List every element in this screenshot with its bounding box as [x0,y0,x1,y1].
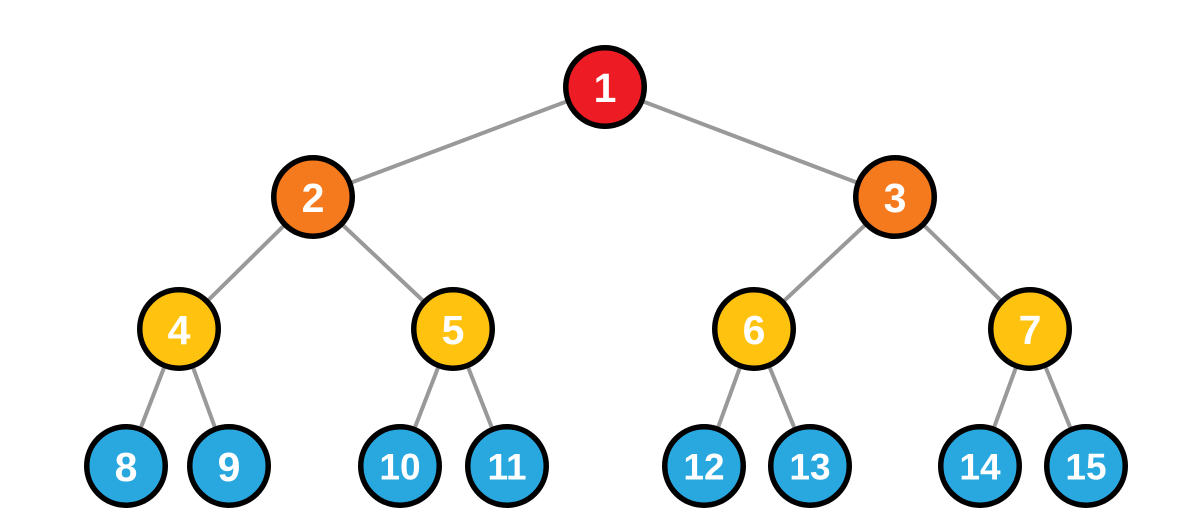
tree-node-label-1: 1 [594,65,617,111]
tree-node-label-3: 3 [884,175,907,221]
tree-node-2: 2 [271,155,355,239]
tree-node-circle-11 [465,424,549,508]
tree-node-label-8: 8 [115,444,138,490]
tree-node-label-4: 4 [168,307,191,353]
tree-node-label-7: 7 [1019,307,1042,353]
tree-node-circle-14 [938,424,1022,508]
tree-node-10: 10 [358,424,442,508]
tree-edge-1-2 [312,85,606,199]
tree-node-6: 6 [712,287,796,371]
tree-node-4: 4 [137,287,221,371]
tree-edge-1-3 [604,85,896,199]
tree-node-circle-15 [1044,424,1128,508]
tree-node-3: 3 [853,155,937,239]
tree-node-14: 14 [938,424,1022,508]
tree-node-circle-12 [662,424,746,508]
tree-node-15: 15 [1044,424,1128,508]
tree-node-label-13: 13 [789,446,830,487]
tree-node-label-2: 2 [302,175,325,221]
tree-node-circle-9 [187,424,271,508]
tree-node-1: 1 [563,45,647,129]
tree-node-circle-13 [768,424,852,508]
tree-node-circle-5 [411,287,495,371]
tree-node-circle-8 [84,424,168,508]
tree-node-7: 7 [988,287,1072,371]
tree-node-label-9: 9 [218,444,241,490]
tree-node-9: 9 [187,424,271,508]
tree-node-circle-4 [137,287,221,371]
tree-node-circle-7 [988,287,1072,371]
tree-node-label-12: 12 [683,446,724,487]
tree-node-label-10: 10 [379,446,420,487]
tree-node-label-6: 6 [743,307,766,353]
tree-node-label-11: 11 [487,446,526,487]
tree-node-12: 12 [662,424,746,508]
tree-node-label-15: 15 [1065,446,1106,487]
tree-node-11: 11 [465,424,549,508]
tree-node-circle-2 [271,155,355,239]
tree-node-label-5: 5 [442,307,465,353]
tree-node-circle-6 [712,287,796,371]
tree-node-5: 5 [411,287,495,371]
tree-node-circle-10 [358,424,442,508]
tree-node-8: 8 [84,424,168,508]
tree-node-circle-3 [853,155,937,239]
tree-node-label-14: 14 [959,446,1001,487]
tree-node-circle-1 [563,45,647,129]
tree-node-13: 13 [768,424,852,508]
